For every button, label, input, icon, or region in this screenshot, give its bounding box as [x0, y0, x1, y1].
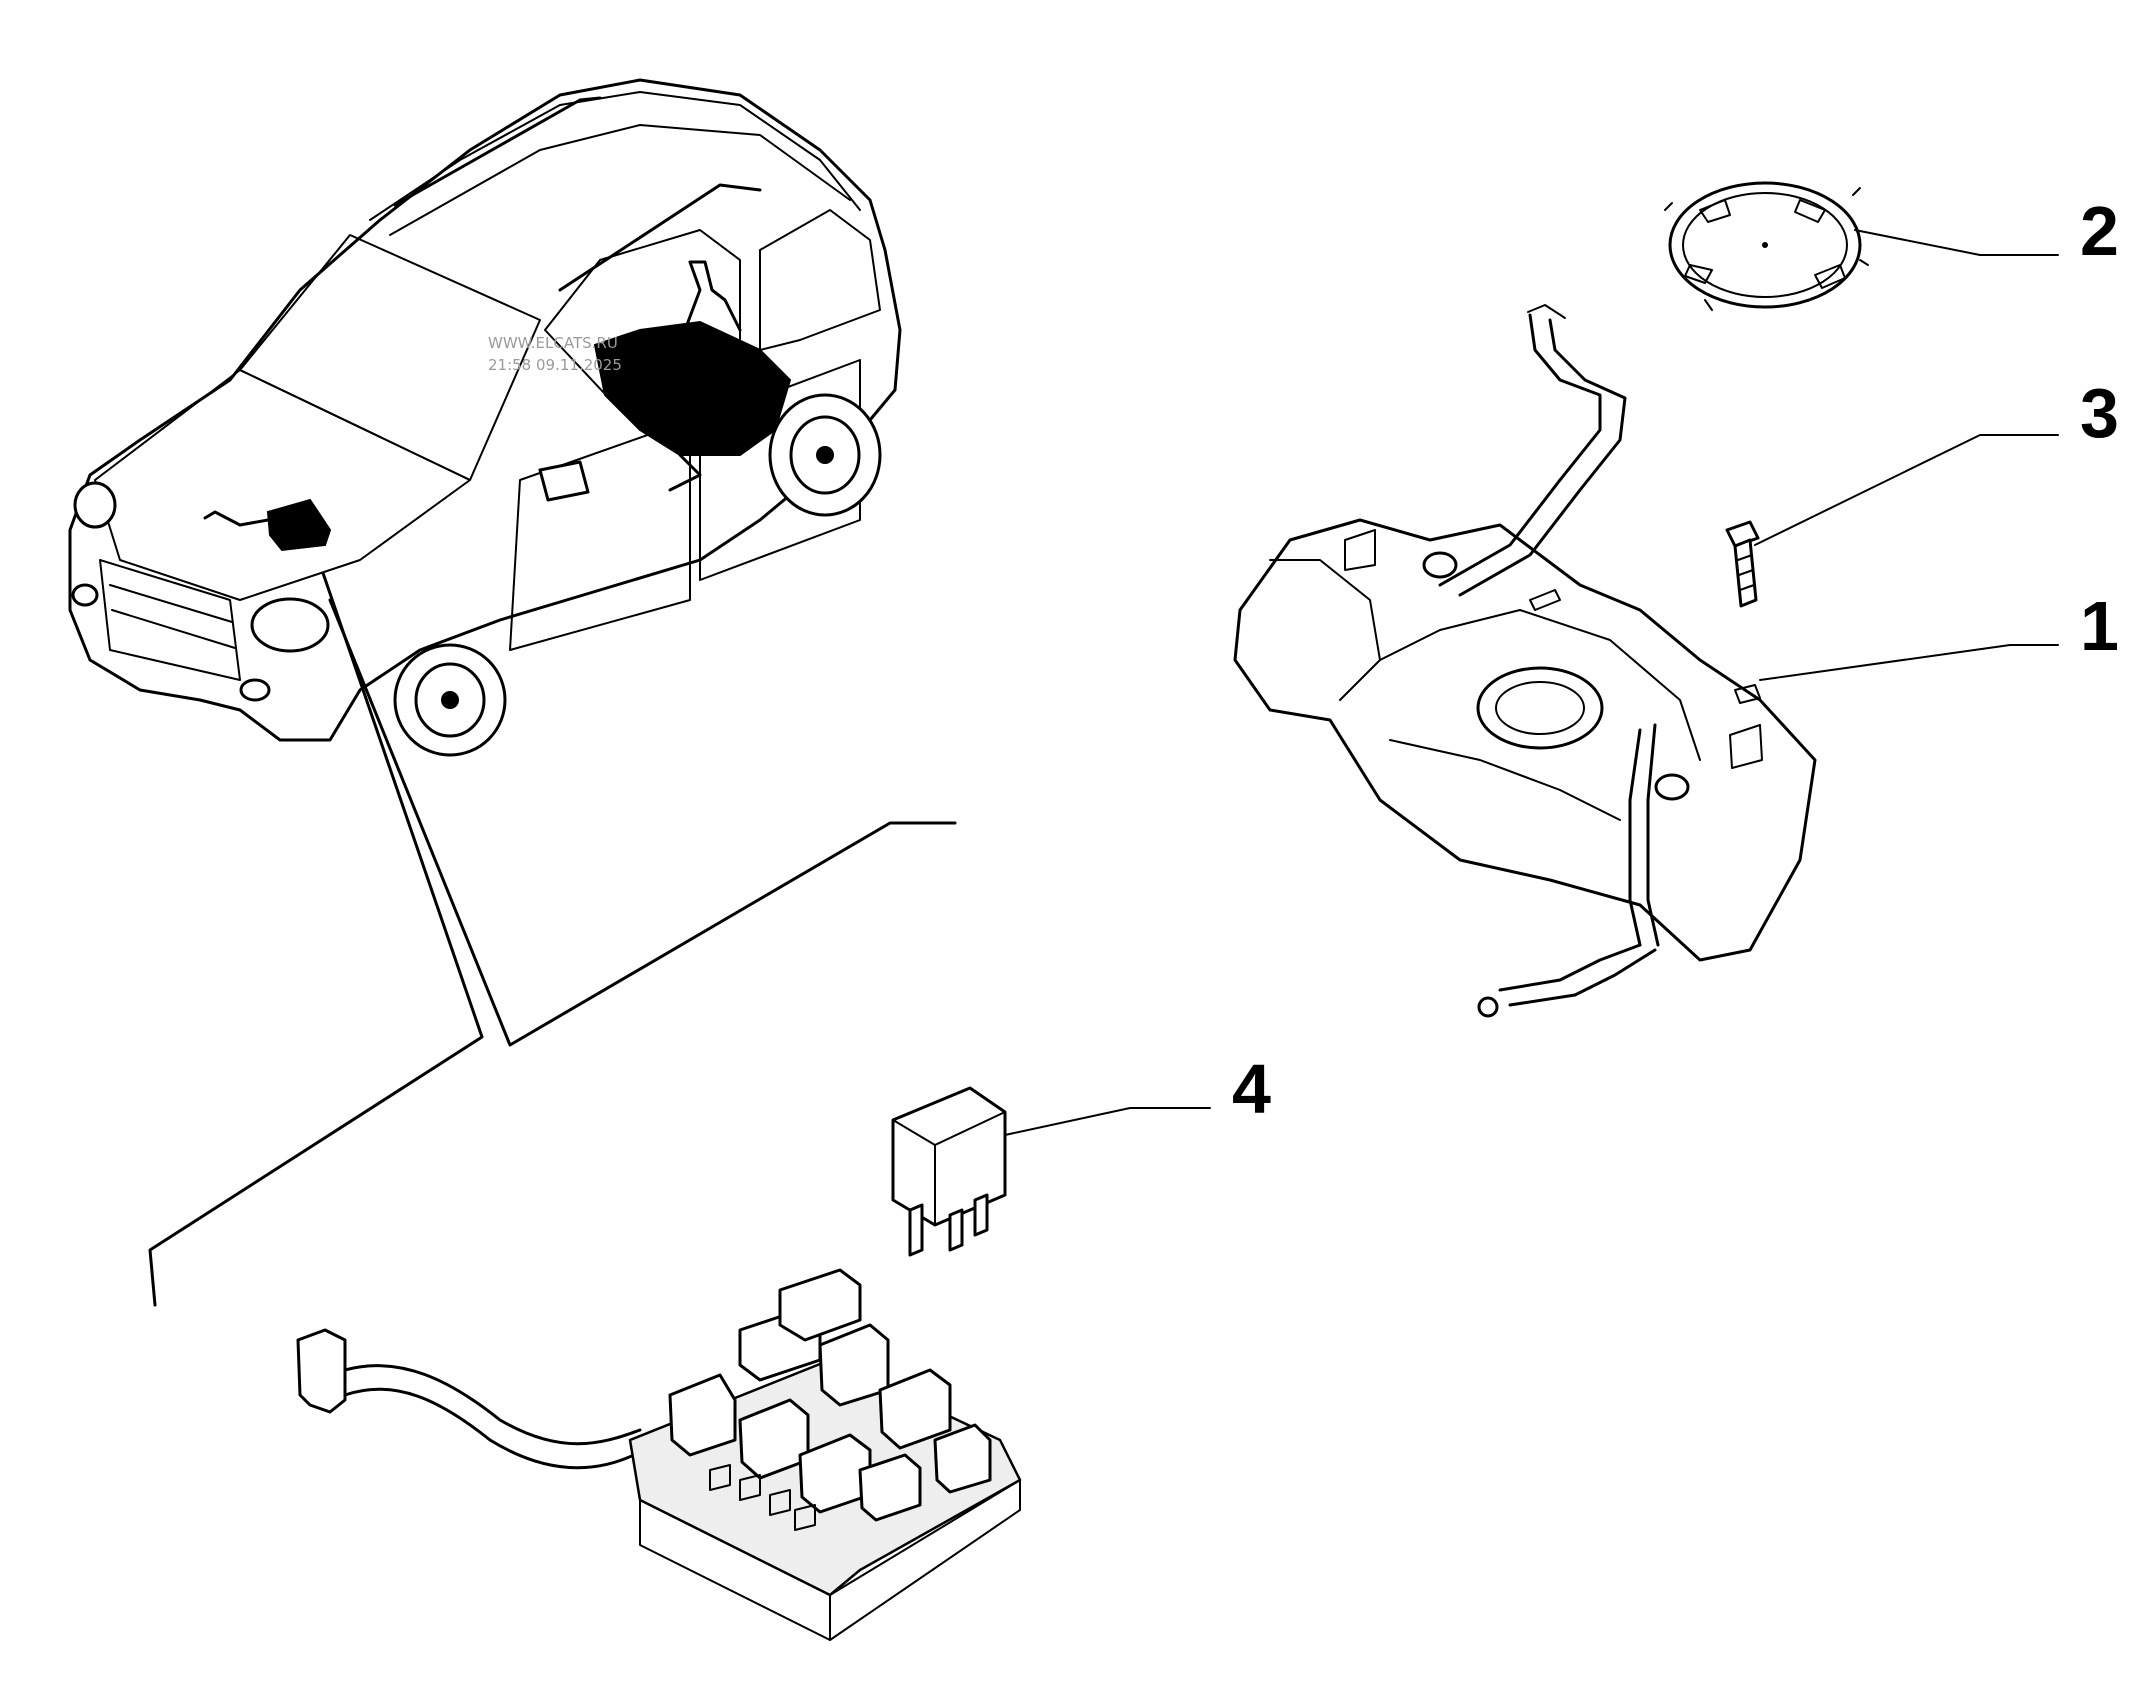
bolt-part-3: [1725, 520, 1760, 608]
lock-ring-part-2: [1664, 181, 1869, 311]
callout-3: 3: [2080, 374, 2119, 452]
highlighted-fuel-tank: [593, 320, 792, 456]
callout-1: 1: [2080, 587, 2119, 665]
pump-opening: [1476, 666, 1604, 750]
callout-4: 4: [1232, 1050, 1271, 1128]
highlighted-fuse-box: [266, 498, 332, 552]
front-wheel: [393, 643, 507, 757]
watermark-line1: WWW.ELCATS.RU: [488, 334, 618, 352]
fuel-tank-part-1: [1233, 304, 1817, 1018]
fuse-box-assembly: [296, 1268, 1022, 1641]
callout-leaders: [1004, 229, 2059, 1136]
relay-part-4: [891, 1086, 1007, 1257]
car-to-fusebox-leaders: [148, 571, 957, 1307]
rear-wheel: [768, 393, 882, 517]
watermark-line2: 21:58 09.11.2025: [488, 356, 622, 374]
vehicle-illustration: WWW.ELCATS.RU 21:58 09.11.2025: [68, 78, 902, 757]
callout-2: 2: [2080, 192, 2119, 270]
